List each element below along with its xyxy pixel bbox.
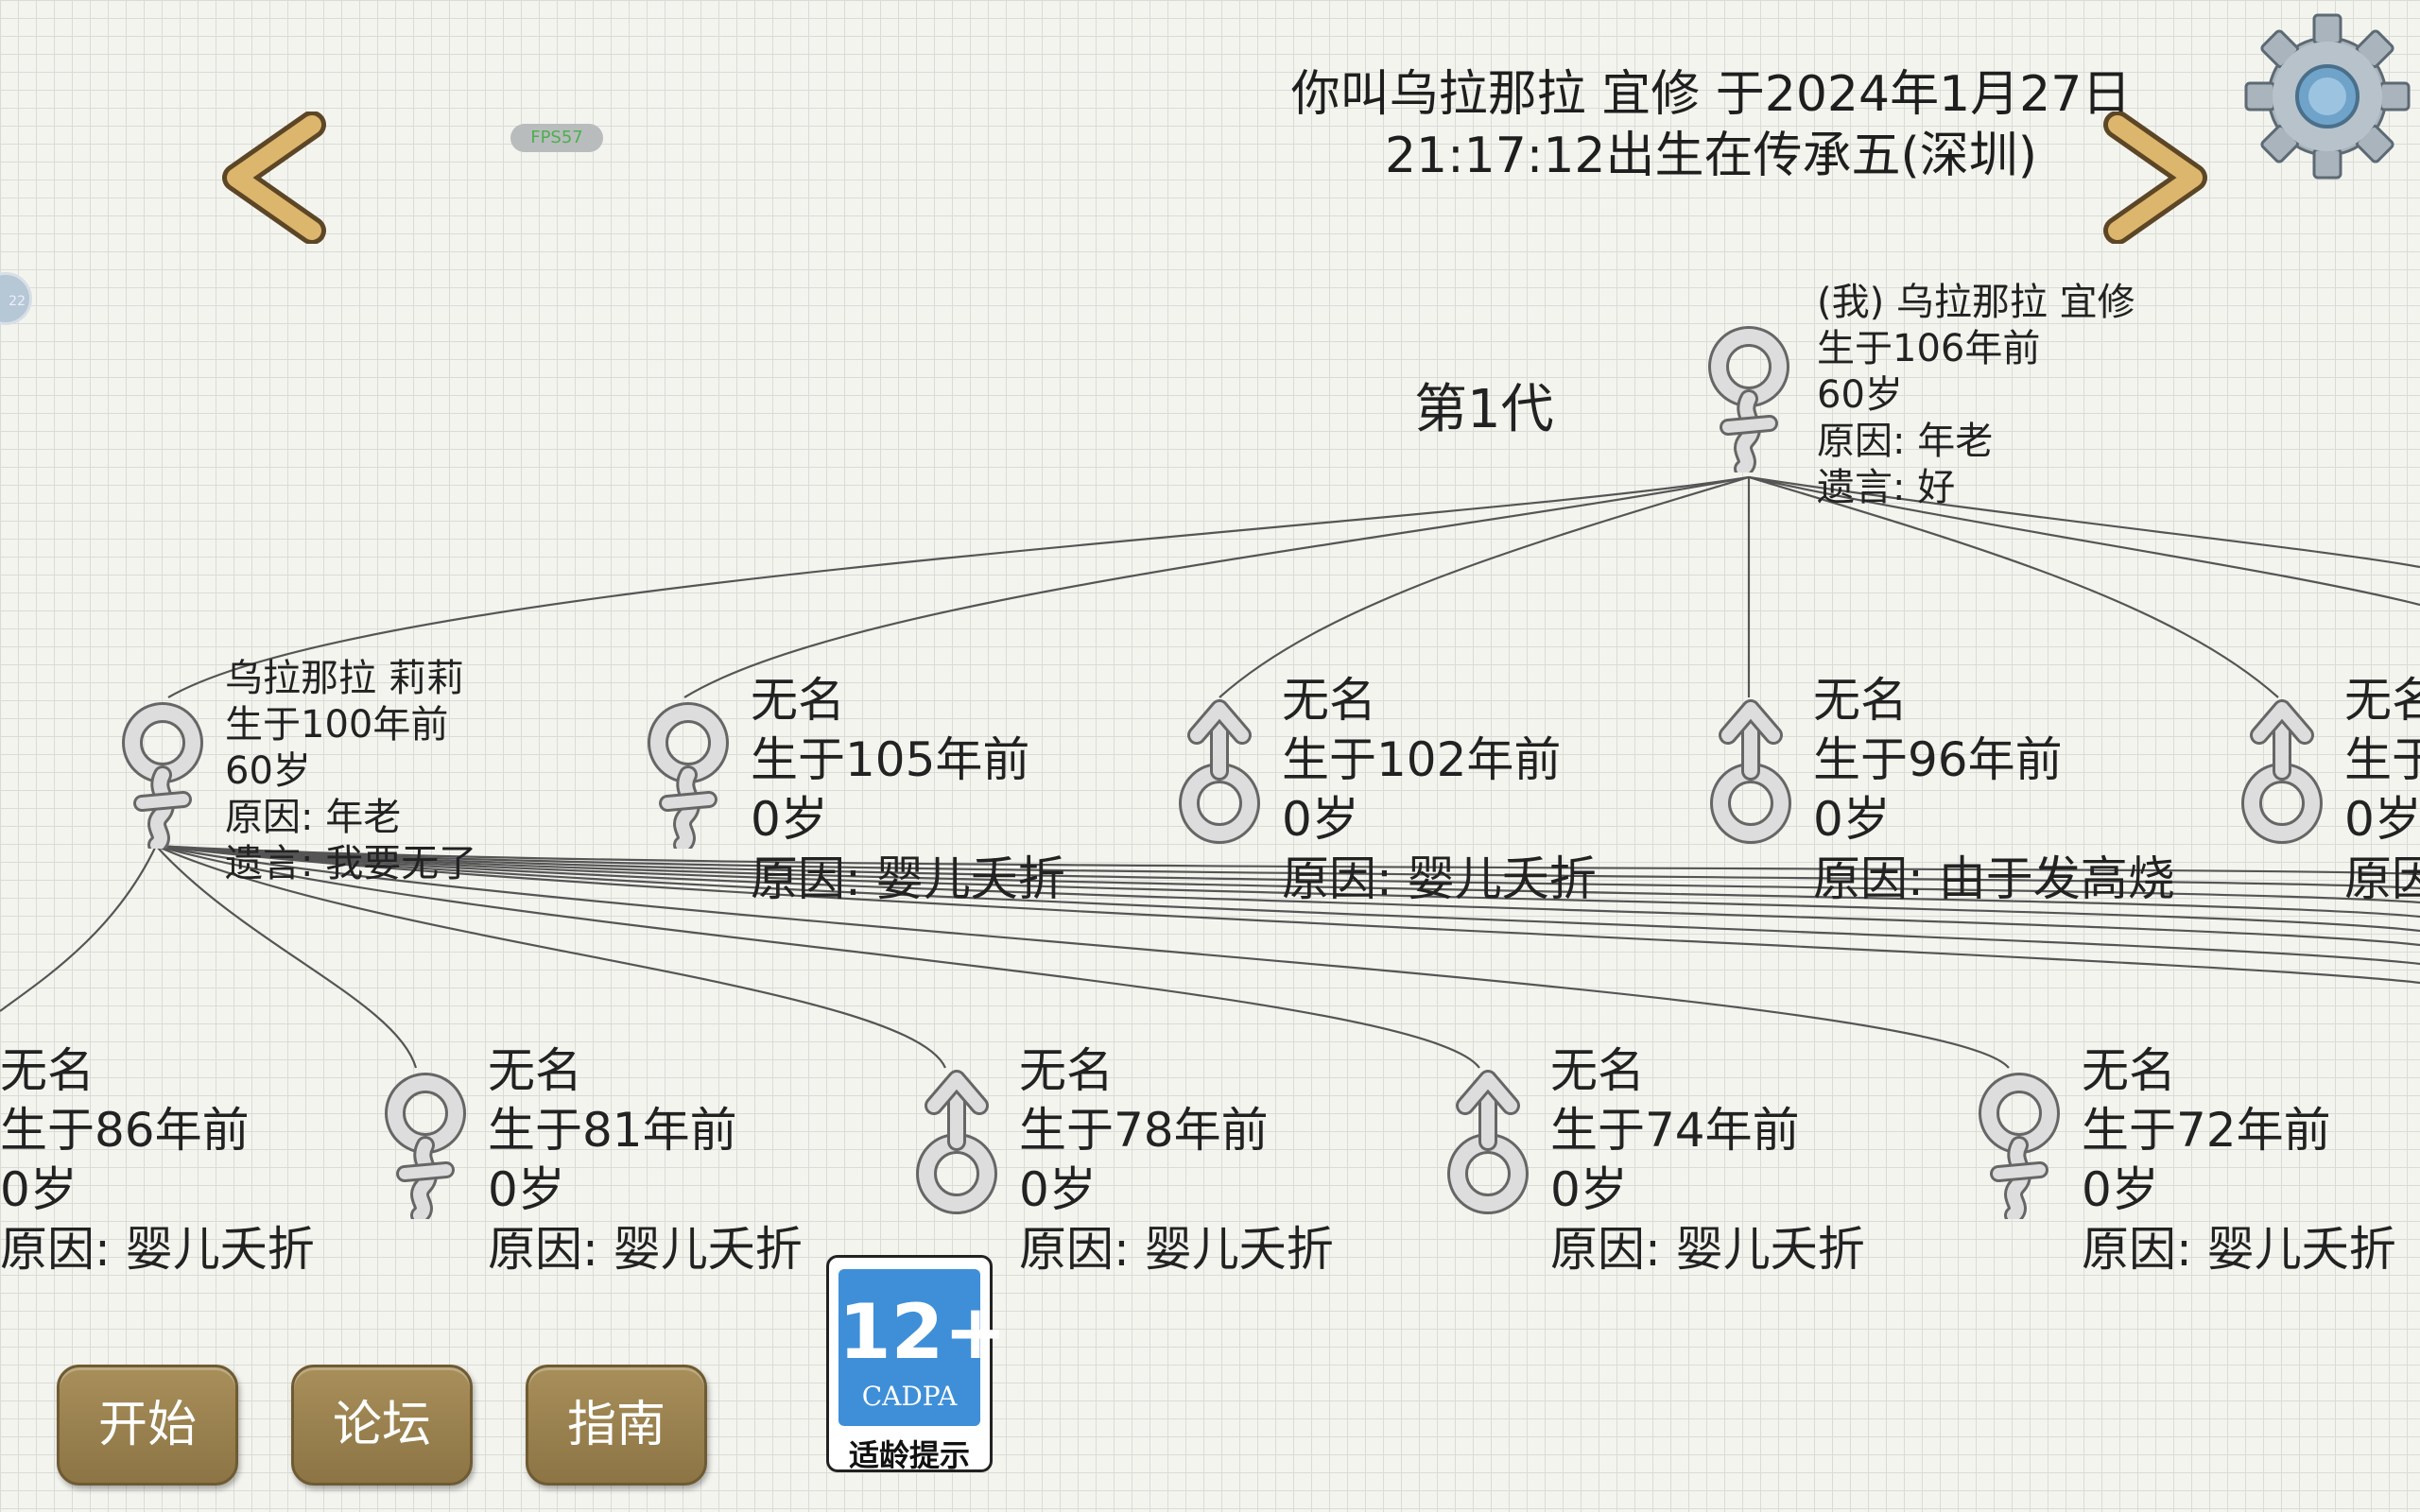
person-born: 生于100年前 — [225, 703, 449, 747]
person-name: 无名 — [751, 673, 845, 728]
female-symbol-icon — [385, 1073, 466, 1219]
person-name: 无名 — [2344, 673, 2420, 728]
birth-info: 你叫乌拉那拉 宜修 于2024年1月27日 21:17:12出生在传承五(深圳) — [1229, 64, 2193, 187]
person-name: 乌拉那拉 莉莉 — [225, 657, 464, 700]
male-symbol-icon — [1447, 1070, 1529, 1214]
person-name: 无名 — [2082, 1043, 2176, 1098]
person-cause: 原因: 婴儿夭折 — [1019, 1222, 1334, 1277]
person-born: 生于96年前 — [1813, 732, 2063, 787]
person-cause: 原因: 婴儿夭折 — [2082, 1222, 2396, 1277]
person-name: (我) 乌拉那拉 宜修 — [1817, 281, 2135, 324]
side-badge[interactable]: 22 — [0, 272, 32, 325]
age-rating-org: CADPA — [861, 1381, 958, 1412]
person-age: 0岁 — [751, 792, 828, 847]
age-rating-tip: 适龄提示 — [848, 1437, 970, 1473]
person-cause: 原因: 婴儿夭折 — [488, 1222, 803, 1277]
male-symbol-icon — [1179, 699, 1260, 844]
generation-label: 第1代 — [1414, 379, 1554, 440]
person-age: 0岁 — [1282, 792, 1359, 847]
person-cause: 原因: 年老 — [225, 796, 402, 839]
person-cause: 原因: 婴儿夭折 — [751, 851, 1065, 906]
start-button[interactable]: 开始 — [57, 1365, 238, 1486]
person-cause: 原因: 由于发高烧 — [1813, 851, 2175, 906]
female-symbol-icon — [1979, 1073, 2060, 1219]
person-name: 无名 — [0, 1043, 95, 1098]
person-name: 无名 — [1813, 673, 1908, 728]
forum-button[interactable]: 论坛 — [291, 1365, 473, 1486]
person-age: 0岁 — [2082, 1162, 2159, 1217]
previous-arrow-icon[interactable] — [208, 112, 331, 244]
person-born: 生于86年前 — [0, 1103, 250, 1158]
person-born: 生于78年前 — [1019, 1103, 1269, 1158]
person-born: 生于106年前 — [1817, 327, 2041, 370]
female-symbol-icon — [1708, 326, 1789, 472]
person-born: 生于72年前 — [2082, 1103, 2331, 1158]
settings-gear-icon[interactable] — [2244, 13, 2411, 180]
person-born: 生于102年前 — [1282, 732, 1562, 787]
person-age: 0岁 — [1019, 1162, 1097, 1217]
age-rating-number: 12+ — [838, 1288, 1008, 1376]
person-born: 生于74年前 — [1550, 1103, 1800, 1158]
female-symbol-icon — [122, 702, 203, 849]
person-name: 无名 — [1550, 1043, 1645, 1098]
next-arrow-icon[interactable] — [2099, 112, 2221, 244]
person-cause: 原因: 婴儿夭折 — [1550, 1222, 1865, 1277]
male-symbol-icon — [1710, 699, 1791, 844]
fps-counter: FPS57 — [510, 124, 603, 152]
person-will: 遗言: 我要无了 — [225, 842, 477, 885]
person-age: 0岁 — [0, 1162, 78, 1217]
person-age: 0岁 — [1813, 792, 1891, 847]
female-symbol-icon — [648, 702, 729, 849]
person-born: 生于 — [2344, 732, 2420, 787]
birth-info-line1: 你叫乌拉那拉 宜修 于2024年1月27日 — [1290, 66, 2132, 123]
person-age: 0岁 — [488, 1162, 565, 1217]
person-cause: 原因: 婴儿夭折 — [1282, 851, 1597, 906]
guide-button[interactable]: 指南 — [526, 1365, 707, 1486]
male-symbol-icon — [916, 1070, 997, 1214]
person-age: 0岁 — [1550, 1162, 1628, 1217]
birth-info-line2: 21:17:12出生在传承五(深圳) — [1384, 128, 2038, 184]
person-cause: 原因 — [2344, 851, 2420, 906]
person-born: 生于105年前 — [751, 732, 1030, 787]
person-cause: 原因: 婴儿夭折 — [0, 1222, 315, 1277]
person-cause: 原因: 年老 — [1817, 420, 1994, 463]
person-will: 遗言: 好 — [1817, 466, 1956, 509]
person-name: 无名 — [1282, 673, 1376, 728]
male-symbol-icon — [2241, 699, 2323, 844]
person-age: 0岁 — [2344, 792, 2420, 847]
person-name: 无名 — [1019, 1043, 1114, 1098]
age-rating-badge: 12+ CADPA 适龄提示 — [826, 1255, 1008, 1473]
person-born: 生于81年前 — [488, 1103, 737, 1158]
person-name: 无名 — [488, 1043, 582, 1098]
person-age: 60岁 — [225, 749, 311, 793]
person-age: 60岁 — [1817, 373, 1903, 417]
